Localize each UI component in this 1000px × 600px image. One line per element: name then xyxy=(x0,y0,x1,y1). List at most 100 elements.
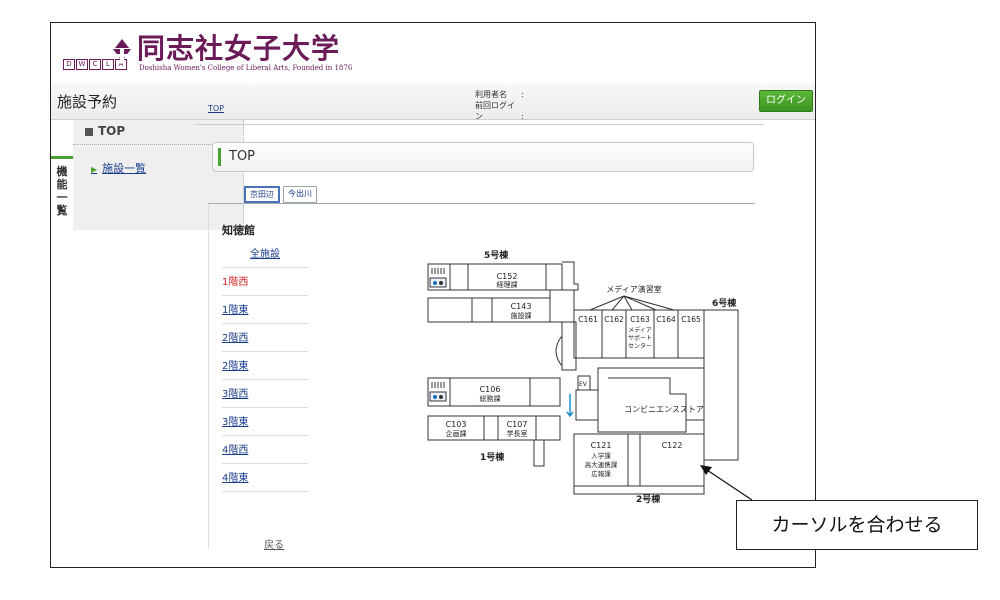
heading-accent-bar xyxy=(218,148,221,166)
room-c121-name: 広報課 xyxy=(591,469,611,478)
app-title: 施設予約 xyxy=(57,93,118,111)
tab-kyotanabe[interactable]: 京田辺 xyxy=(244,186,280,203)
back-link[interactable]: 戻る xyxy=(264,540,284,551)
room-c121-name: 高大連携課 xyxy=(585,460,618,469)
room-c122-number: C122 xyxy=(662,441,683,450)
stairs-south xyxy=(533,440,545,467)
room-c121-name: 入学課 xyxy=(591,451,611,460)
user-info: 利用者名: 前回ログイン: xyxy=(475,89,567,122)
logo-letter: C xyxy=(89,59,101,70)
sidebar-item-label: 施設一覧 xyxy=(102,162,147,175)
floor-link-all[interactable]: 全施設 xyxy=(222,240,308,268)
floor-map: 5号棟 C152 経理課 C143 施設課 メディア演習室 C161 C162 … xyxy=(427,249,739,505)
room-c107-name: 学長室 xyxy=(507,429,528,438)
room-c106-number: C106 xyxy=(480,385,501,394)
room-c121-number: C121 xyxy=(591,441,612,450)
browser-frame: D W C L A 同志社女子大学 Doshisha Women's Colle… xyxy=(50,22,816,568)
brand-header: D W C L A 同志社女子大学 Doshisha Women's Colle… xyxy=(51,23,815,83)
floor-link-4w[interactable]: 4階西 xyxy=(222,436,308,464)
stairs-icon xyxy=(431,268,445,274)
building-1-label: 1号棟 xyxy=(480,451,505,463)
elevator-label: EV xyxy=(579,381,588,388)
restroom-icon-figure xyxy=(439,395,443,399)
sidebar: TOP ▶ 施設一覧 xyxy=(73,120,244,230)
floor-link-2w[interactable]: 2階西 xyxy=(222,324,308,352)
campus-tabs: 京田辺 今出川 xyxy=(244,186,317,203)
room-south-end xyxy=(535,415,561,441)
floor-link-1e[interactable]: 1階東 xyxy=(222,296,308,324)
room-c162-number: C162 xyxy=(604,315,624,324)
room-c107-number: C107 xyxy=(507,420,528,429)
room-c163-name: センター xyxy=(628,342,652,350)
room-c143-number: C143 xyxy=(511,302,532,311)
stairs-icon xyxy=(431,382,445,388)
floor-link-1w[interactable]: 1階西 xyxy=(222,268,308,296)
floor-link-3e[interactable]: 3階東 xyxy=(222,408,308,436)
floor-list: 全施設 1階西 1階東 2階西 2階東 3階西 3階東 4階西 4階東 xyxy=(222,240,308,492)
room-c103-number: C103 xyxy=(446,420,467,429)
page-heading: TOP xyxy=(212,142,754,172)
room-c103-name: 企画課 xyxy=(446,429,467,438)
room-c163-name: メディア xyxy=(628,326,652,334)
corridor-arrow xyxy=(566,394,574,418)
atrium-curve xyxy=(555,335,563,367)
function-list-tab[interactable]: 機能一覧 xyxy=(51,156,73,226)
university-subtitle: Doshisha Women's College of Liberal Arts… xyxy=(139,64,353,72)
annotation-callout: カーソルを合わせる xyxy=(736,500,978,550)
building-2-label: 2号棟 xyxy=(636,493,661,505)
app-title-bar: 施設予約 利用者名: 前回ログイン: ログイン xyxy=(51,83,815,122)
logo-letter: W xyxy=(76,59,88,70)
tab-imadegawa[interactable]: 今出川 xyxy=(283,186,317,203)
corridor-east xyxy=(561,321,577,371)
last-login-label: 前回ログイン xyxy=(475,101,515,121)
user-value: : xyxy=(521,90,524,99)
room-c152-number: C152 xyxy=(497,272,518,281)
logo-letter: L xyxy=(102,59,114,70)
room-c163-number: C163 xyxy=(630,315,650,324)
media-room-pointers xyxy=(589,295,675,311)
room-mid-right xyxy=(529,377,561,407)
page-title: TOP xyxy=(229,149,256,164)
building-name: 知徳館 xyxy=(222,224,255,237)
login-button[interactable]: ログイン xyxy=(759,90,813,112)
university-name: 同志社女子大学 xyxy=(137,32,341,65)
logo-letter: D xyxy=(63,59,75,70)
floor-link-4e[interactable]: 4階東 xyxy=(222,464,308,492)
building-2-outline xyxy=(573,486,705,495)
floor-panel xyxy=(208,203,755,549)
building-6-label: 6号棟 xyxy=(712,297,737,309)
floor-link-3w[interactable]: 3階西 xyxy=(222,380,308,408)
room-c165-number: C165 xyxy=(681,315,701,324)
restroom-icon xyxy=(429,277,447,288)
store-inner xyxy=(608,377,687,420)
store-label: コンビニエンスストア xyxy=(624,405,704,414)
restroom-icon-figure xyxy=(433,395,437,399)
room-c161-number: C161 xyxy=(578,315,598,324)
sidebar-top[interactable]: TOP xyxy=(73,120,243,145)
room-c143-name: 施設課 xyxy=(511,311,532,320)
wall-top-right xyxy=(562,261,579,291)
user-label: 利用者名 xyxy=(475,90,507,99)
room-c122[interactable] xyxy=(639,433,705,487)
room-c152-name: 経理課 xyxy=(497,280,518,289)
function-list-label: 機能一覧 xyxy=(56,165,68,217)
room-c163-name: サポート xyxy=(628,334,652,342)
floor-link-2e[interactable]: 2階東 xyxy=(222,352,308,380)
building-5-label: 5号棟 xyxy=(484,249,509,261)
last-login-value: : xyxy=(521,112,524,121)
breadcrumb-top[interactable]: TOP xyxy=(208,104,225,113)
restroom-icon-figure xyxy=(433,281,437,285)
room-c106-name: 総務課 xyxy=(480,394,501,403)
breadcrumb-divider xyxy=(195,124,764,125)
sidebar-top-label: TOP xyxy=(98,124,126,138)
university-crest-icon xyxy=(112,39,132,63)
room-c164-number: C164 xyxy=(656,315,676,324)
restroom-icon-figure xyxy=(439,281,443,285)
media-room-label: メディア演習室 xyxy=(606,284,661,294)
arrow-right-icon: ▶ xyxy=(91,165,98,174)
function-rail: 機能一覧 xyxy=(51,120,73,230)
square-icon xyxy=(85,128,93,136)
sidebar-item-facility-list[interactable]: ▶ 施設一覧 xyxy=(91,160,146,176)
restroom-icon xyxy=(429,391,447,402)
